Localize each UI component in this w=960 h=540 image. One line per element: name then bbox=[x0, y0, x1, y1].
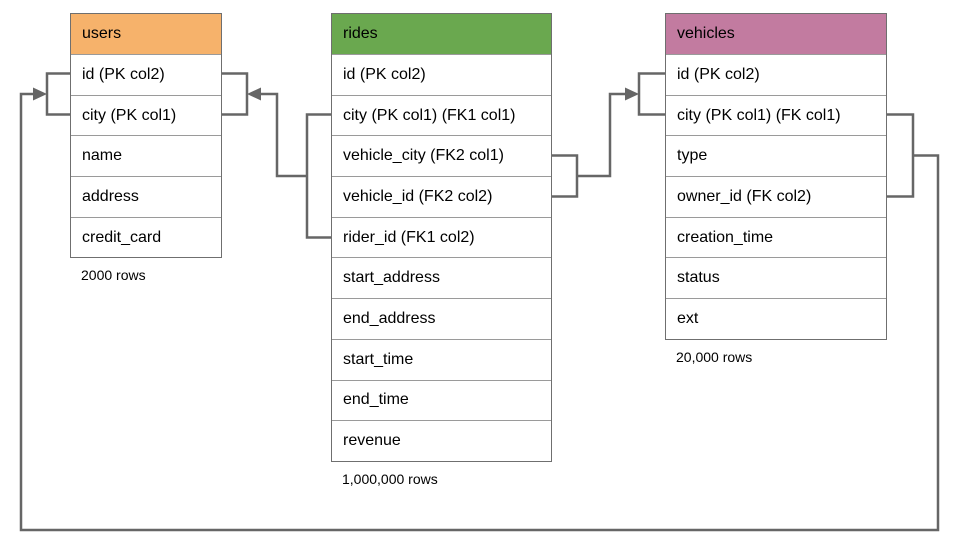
table-row: city (PK col1) bbox=[71, 94, 221, 136]
table-row: owner_id (FK col2) bbox=[666, 176, 886, 217]
connector-shaft bbox=[577, 92, 626, 178]
rides-right-fk2-bracket bbox=[552, 154, 579, 198]
users-left-pk-bracket bbox=[45, 72, 70, 116]
table-row: type bbox=[666, 135, 886, 177]
arrowhead-left-icon bbox=[247, 87, 261, 101]
table-rides: rides id (PK col2)city (PK col1) (FK1 co… bbox=[331, 13, 552, 462]
table-row: end_time bbox=[332, 379, 551, 421]
arrowhead-right-icon bbox=[33, 87, 47, 101]
table-row: end_address bbox=[332, 298, 551, 339]
users-right-pk-bracket bbox=[222, 72, 249, 116]
connector-rides-fk2-to-vehicles bbox=[552, 72, 665, 198]
connector-vehicles-fk-to-users bbox=[19, 72, 940, 532]
table-body-rides: id (PK col2)city (PK col1) (FK1 col1)veh… bbox=[332, 54, 551, 461]
table-row: name bbox=[71, 135, 221, 177]
table-row: ext bbox=[666, 298, 886, 339]
rides-table-group: rides id (PK col2)city (PK col1) (FK1 co… bbox=[331, 13, 552, 487]
row-count-caption-rides: 1,000,000 rows bbox=[342, 470, 438, 487]
vehicles-table-group: vehicles id (PK col2)city (PK col1) (FK … bbox=[665, 13, 887, 365]
arrowhead-right-icon bbox=[625, 87, 639, 101]
table-header-vehicles: vehicles bbox=[666, 14, 886, 54]
table-vehicles: vehicles id (PK col2)city (PK col1) (FK … bbox=[665, 13, 887, 340]
table-row: city (PK col1) (FK1 col1) bbox=[332, 94, 551, 136]
table-header-users: users bbox=[71, 14, 221, 54]
table-header-rides: rides bbox=[332, 14, 551, 54]
rides-left-fk1-bracket bbox=[305, 113, 331, 239]
table-body-vehicles: id (PK col2)city (PK col1) (FK col1)type… bbox=[666, 54, 886, 339]
row-count-caption-users: 2000 rows bbox=[81, 267, 146, 284]
connector-rides-fk1-to-users bbox=[222, 72, 331, 239]
table-row: rider_id (FK1 col2) bbox=[332, 216, 551, 258]
table-row: id (PK col2) bbox=[71, 54, 221, 95]
connector-shaft bbox=[260, 92, 307, 178]
table-row: credit_card bbox=[71, 216, 221, 258]
table-row: id (PK col2) bbox=[332, 54, 551, 95]
table-row: start_time bbox=[332, 338, 551, 380]
table-row: revenue bbox=[332, 420, 551, 461]
connector-shaft bbox=[19, 92, 940, 532]
table-row: city (PK col1) (FK col1) bbox=[666, 94, 886, 136]
table-row: start_address bbox=[332, 257, 551, 299]
table-row: id (PK col2) bbox=[666, 54, 886, 95]
table-row: vehicle_city (FK2 col1) bbox=[332, 135, 551, 177]
vehicles-right-fk-bracket bbox=[887, 113, 915, 198]
vehicles-left-pk-bracket bbox=[637, 72, 665, 116]
table-row: creation_time bbox=[666, 216, 886, 258]
table-row: vehicle_id (FK2 col2) bbox=[332, 176, 551, 217]
table-row: address bbox=[71, 176, 221, 217]
row-count-caption-vehicles: 20,000 rows bbox=[676, 348, 753, 365]
table-row: status bbox=[666, 257, 886, 299]
